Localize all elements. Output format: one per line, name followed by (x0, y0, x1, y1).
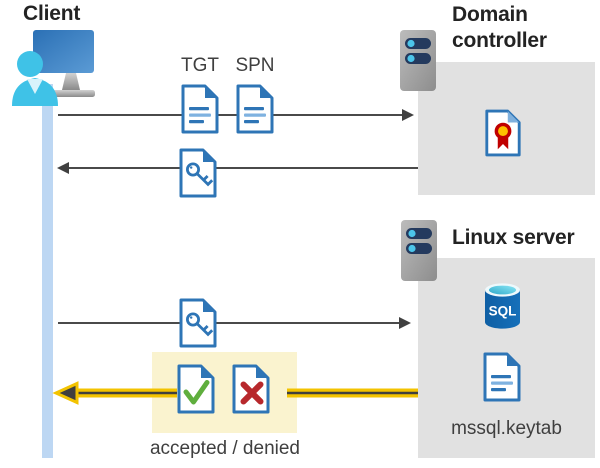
key-document-icon (177, 298, 219, 348)
denied-cross-document-icon (230, 364, 272, 414)
accepted-check-document-icon (175, 364, 217, 414)
client-lifeline-bar (42, 84, 53, 458)
domain-controller-title-line1: Domain (452, 3, 528, 26)
arrow-domain-controller-to-client (57, 162, 418, 174)
keytab-document-icon (481, 352, 523, 402)
tgt-label: TGT (181, 55, 219, 76)
arrow-client-to-linux-server (58, 317, 411, 329)
linux-server-title: Linux server (452, 226, 575, 249)
arrow-linux-server-to-client-highlighted (52, 381, 418, 405)
domain-controller-title: Domain controller (452, 2, 547, 54)
spn-document-icon (234, 84, 276, 134)
sql-database-icon: SQL (485, 283, 520, 329)
sql-icon-label: SQL (489, 304, 517, 319)
domain-controller-server-icon (399, 29, 437, 92)
keytab-file-label: mssql.keytab (451, 418, 562, 439)
certificate-document-icon (483, 109, 523, 157)
arrow-client-to-domain-controller (58, 109, 414, 121)
spn-label: SPN (235, 55, 275, 76)
result-label: accepted / denied (149, 438, 300, 459)
monitor-user-icon (12, 30, 95, 106)
linux-server-server-icon (400, 219, 438, 282)
domain-controller-title-line2: controller (452, 29, 547, 52)
client-title: Client (23, 2, 81, 25)
tgt-document-icon (179, 84, 221, 134)
key-document-icon (177, 148, 219, 198)
